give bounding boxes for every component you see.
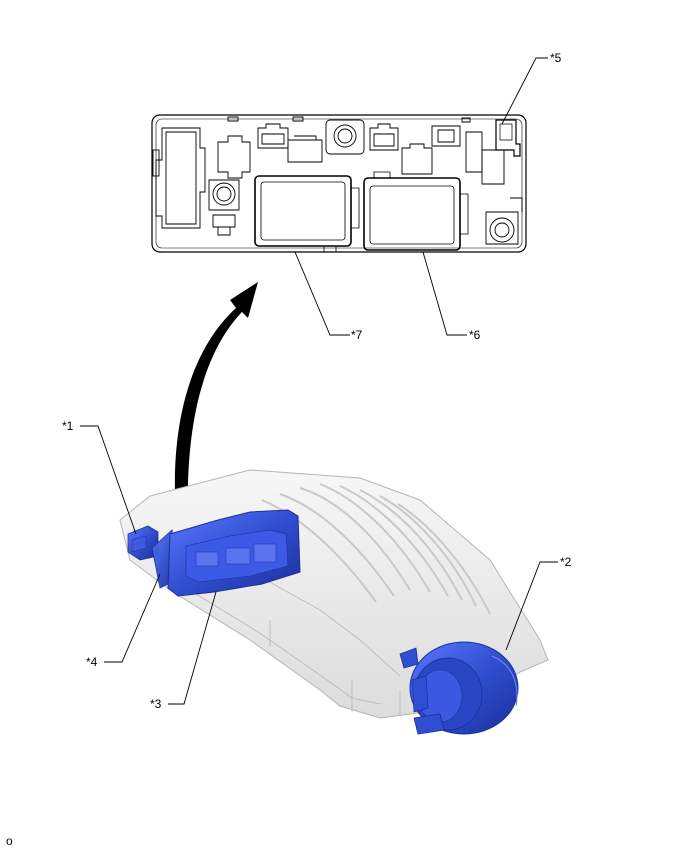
callout-label-4: *4 <box>86 655 98 669</box>
leader-line-4 <box>104 573 161 663</box>
plate-module-6 <box>363 171 469 251</box>
callout-label-5: *5 <box>550 51 562 65</box>
plate-outline <box>151 114 527 253</box>
detail-plate-view <box>151 114 527 253</box>
plate-bolt-left <box>208 179 240 236</box>
callout-4: *4 <box>86 573 161 669</box>
leader-line-1 <box>80 425 137 535</box>
plate-left-bracket <box>152 127 206 229</box>
battery-assembly <box>119 469 549 735</box>
callout-2: *2 <box>505 555 572 651</box>
callout-7: *7 <box>294 251 363 342</box>
callout-3: *3 <box>150 591 217 711</box>
leader-line-6 <box>422 251 467 336</box>
figure-code: o <box>6 834 13 848</box>
callout-6: *6 <box>422 251 481 342</box>
callout-label-1: *1 <box>62 419 74 433</box>
leader-line-3 <box>168 591 217 705</box>
plate-top-connectors <box>217 116 323 179</box>
part-3-junction-block <box>167 509 301 597</box>
plate-bolt-right <box>485 197 523 245</box>
plate-mid-connectors <box>369 117 505 185</box>
plate-connector-5 <box>495 119 521 157</box>
leader-line-5 <box>501 57 548 125</box>
part-2-blower <box>399 641 519 735</box>
callout-1: *1 <box>62 419 137 535</box>
plate-module-7 <box>254 175 360 253</box>
leader-line-7 <box>294 251 350 336</box>
housing-ribs <box>261 483 491 615</box>
callout-label-2: *2 <box>560 555 572 569</box>
plate-bolt-center <box>325 119 365 155</box>
callout-5: *5 <box>501 51 562 125</box>
callout-label-7: *7 <box>351 328 363 342</box>
housing-edge-detail <box>169 559 401 716</box>
callout-label-6: *6 <box>469 328 481 342</box>
callout-label-3: *3 <box>150 697 162 711</box>
leader-line-2 <box>505 561 558 651</box>
